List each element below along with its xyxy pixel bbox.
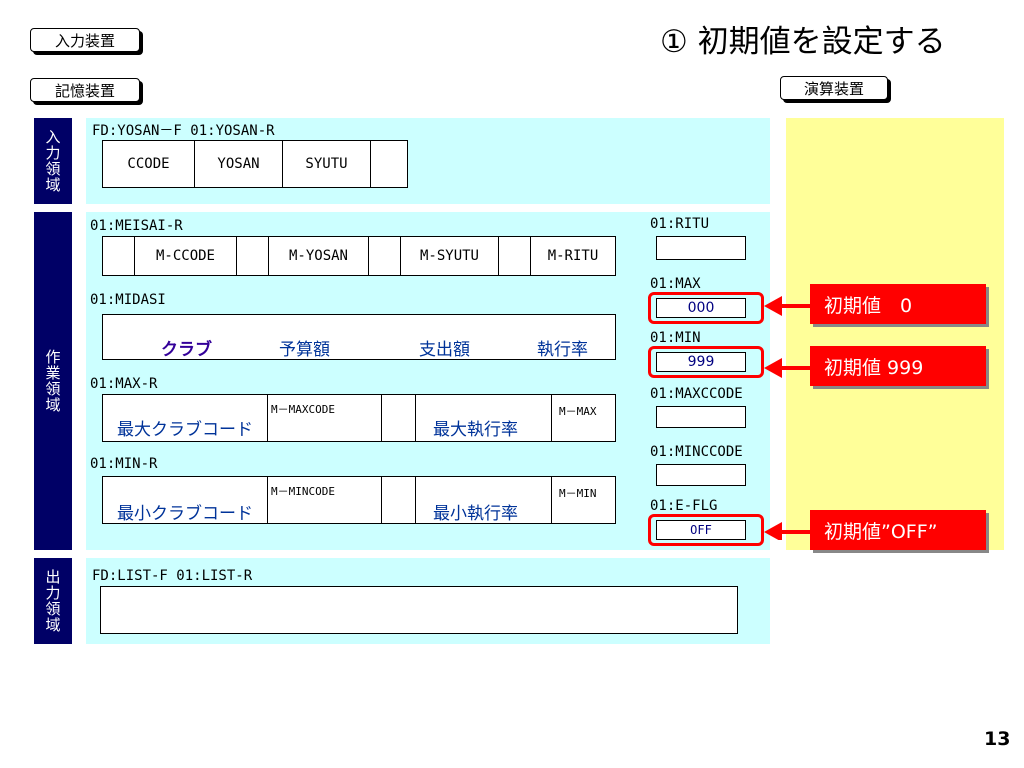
meisai-record: M-CCODE M-YOSAN M-SYUTU M-RITU — [102, 236, 616, 276]
eflg-highlight — [648, 514, 764, 546]
side-char: 域 — [45, 176, 61, 194]
page-title: ① 初期値を設定する — [660, 24, 946, 60]
work-area-side-label: 作 業 領 域 — [34, 212, 72, 550]
callout-max-init: 初期値 0 — [810, 284, 986, 324]
field-m-max: M－MAX — [559, 405, 597, 418]
field-m-mincode: M－MINCODE — [271, 485, 335, 498]
side-char: 領 — [45, 600, 61, 618]
arrows-layer — [764, 296, 810, 540]
midasi-header: 01:MIDASI — [90, 292, 166, 308]
minccode-label: 01:MINCCODE — [650, 444, 743, 460]
side-char: 域 — [45, 396, 61, 414]
maxccode-label: 01:MAXCCODE — [650, 386, 743, 402]
max-r-header: 01:MAX-R — [90, 376, 158, 392]
input-record-fields: CCODE YOSAN SYUTU — [102, 140, 408, 188]
meisai-filler — [499, 237, 531, 275]
field-filler — [371, 141, 407, 187]
max-label: 01:MAX — [650, 276, 701, 292]
side-char: 入 — [45, 128, 61, 146]
side-char: 力 — [45, 144, 61, 162]
max-highlight — [648, 292, 764, 324]
field-yosan: YOSAN — [195, 141, 283, 187]
side-char: 出 — [45, 568, 61, 586]
input-record-header: FD:YOSAN－F 01:YOSAN-R — [92, 123, 275, 139]
output-area: FD:LIST-F 01:LIST-R — [86, 558, 770, 644]
max-value-box: 000 — [656, 298, 746, 318]
divider — [415, 395, 416, 441]
field-m-maxcode: M－MAXCODE — [271, 403, 335, 416]
ritu-label: 01:RITU — [650, 216, 710, 232]
max-rate-label: 最大執行率 — [433, 420, 518, 440]
divider — [267, 477, 268, 523]
memory-device-label: 記憶装置 — [30, 78, 140, 102]
min-highlight — [648, 346, 764, 378]
min-value-box: 999 — [656, 352, 746, 372]
side-char: 作 — [45, 348, 61, 366]
min-club-code-label: 最小クラブコード — [117, 504, 253, 524]
arrow-left-icon — [764, 522, 810, 540]
work-area: 01:MEISAI-R M-CCODE M-YOSAN M-SYUTU M-RI… — [86, 212, 770, 550]
divider — [381, 477, 382, 523]
page-number: 13 — [984, 728, 1011, 750]
midasi-club: クラブ — [161, 340, 212, 360]
output-record-box — [100, 586, 738, 634]
field-m-yosan: M-YOSAN — [269, 237, 369, 275]
eflg-value-box: OFF — [656, 520, 746, 540]
midasi-record: クラブ 予算額 支出額 執行率 — [102, 314, 616, 360]
input-area-side-label: 入 力 領 域 — [34, 118, 72, 204]
side-char: 業 — [45, 364, 61, 382]
callout-min-init: 初期値 999 — [810, 346, 986, 386]
ritu-box — [656, 236, 746, 260]
divider — [267, 395, 268, 441]
eflg-label: 01:E-FLG — [650, 498, 718, 514]
divider — [551, 395, 552, 441]
calc-area — [786, 118, 1004, 550]
minccode-box — [656, 464, 746, 486]
arrow-left-icon — [764, 296, 810, 316]
side-char: 力 — [45, 584, 61, 602]
output-record-header: FD:LIST-F 01:LIST-R — [92, 568, 253, 584]
min-rate-label: 最小執行率 — [433, 504, 518, 524]
side-char: 領 — [45, 160, 61, 178]
divider — [381, 395, 382, 441]
meisai-filler — [237, 237, 269, 275]
max-club-code-label: 最大クラブコード — [117, 420, 253, 440]
midasi-budget: 予算額 — [279, 340, 330, 360]
arrow-left-icon — [764, 358, 810, 378]
divider — [415, 477, 416, 523]
meisai-filler — [369, 237, 401, 275]
side-char: 領 — [45, 380, 61, 398]
callout-eflg-init: 初期値”OFF” — [810, 510, 986, 550]
min-r-header: 01:MIN-R — [90, 456, 158, 472]
field-m-syutu: M-SYUTU — [401, 237, 499, 275]
calc-device-label: 演算装置 — [780, 76, 888, 100]
input-area: FD:YOSAN－F 01:YOSAN-R CCODE YOSAN SYUTU — [86, 118, 770, 204]
min-label: 01:MIN — [650, 330, 701, 346]
field-m-min: M－MIN — [559, 487, 597, 500]
output-area-side-label: 出 力 領 域 — [34, 558, 72, 644]
maxccode-box — [656, 406, 746, 428]
field-m-ritu: M-RITU — [547, 248, 599, 264]
midasi-expense: 支出額 — [419, 340, 470, 360]
min-r-record: 最小クラブコード M－MINCODE 最小執行率 M－MIN — [102, 476, 616, 524]
max-r-record: 最大クラブコード M－MAXCODE 最大執行率 M－MAX — [102, 394, 616, 442]
side-char: 域 — [45, 616, 61, 634]
meisai-filler — [103, 237, 135, 275]
field-ccode: CCODE — [103, 141, 195, 187]
memory-device-text: 記憶装置 — [54, 81, 115, 100]
field-syutu: SYUTU — [283, 141, 371, 187]
input-device-label: 入力装置 — [30, 28, 140, 52]
input-device-text: 入力装置 — [54, 31, 115, 50]
calc-device-text: 演算装置 — [803, 79, 864, 98]
meisai-header: 01:MEISAI-R — [90, 218, 183, 234]
midasi-rate: 執行率 — [537, 340, 588, 360]
divider — [551, 477, 552, 523]
field-m-ccode: M-CCODE — [135, 237, 237, 275]
